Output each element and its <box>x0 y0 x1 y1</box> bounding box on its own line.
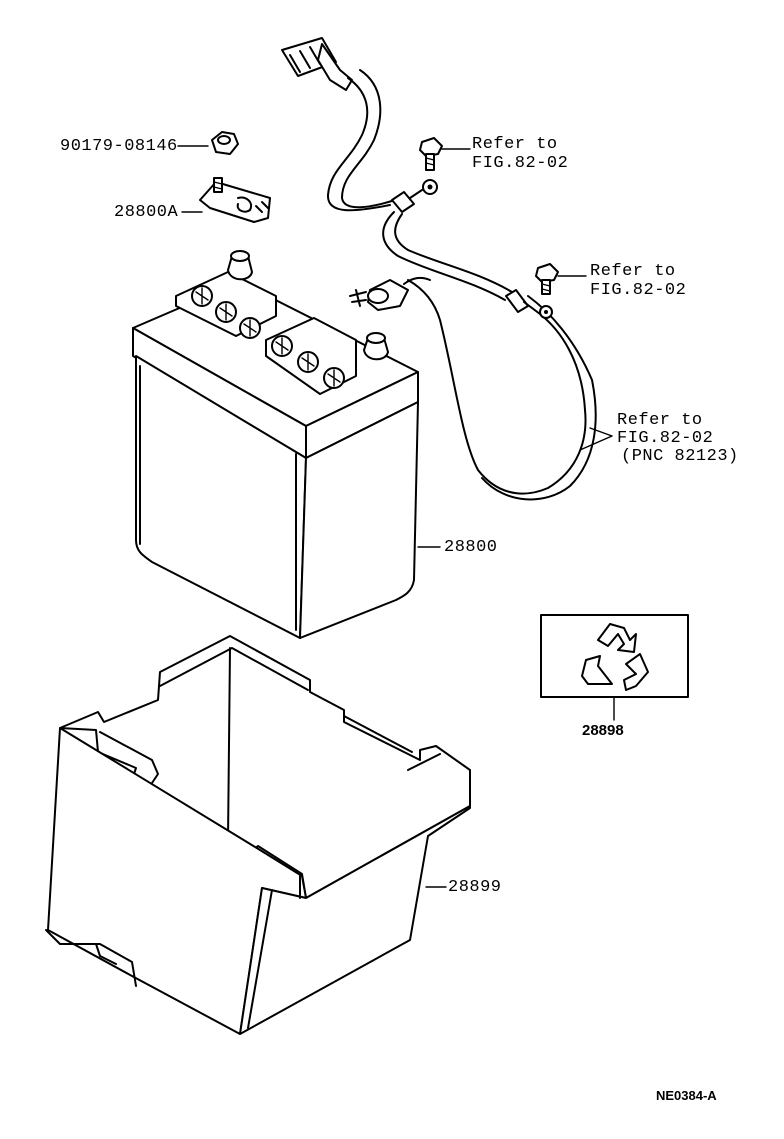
reference-2-line-1: Refer to <box>590 262 676 281</box>
part-number-battery: 28800 <box>444 538 498 557</box>
reference-1-line-1: Refer to <box>472 135 558 154</box>
figure-code: NE0384-A <box>656 1088 717 1103</box>
reference-3-line-1: Refer to <box>617 411 703 430</box>
harness-cable <box>326 69 396 212</box>
battery <box>132 250 419 639</box>
battery-cable <box>382 179 597 501</box>
part-number-nut: 90179-08146 <box>60 137 178 156</box>
reference-3-line-2: FIG.82-02 <box>617 429 714 448</box>
reference-3-line-3: (PNC 82123) <box>621 447 739 466</box>
part-number-label-plate: 28898 <box>582 722 624 739</box>
recycle-icon <box>581 623 649 691</box>
bolt-top <box>419 137 443 171</box>
nut <box>211 131 239 155</box>
bolt-middle <box>535 263 559 295</box>
cable-clamp-terminal <box>349 276 431 311</box>
reference-2-line-2: FIG.82-02 <box>590 281 687 300</box>
harness-connector <box>281 37 353 91</box>
leader-lines <box>177 145 615 888</box>
recycle-label-plate <box>540 614 689 698</box>
reference-1-line-2: FIG.82-02 <box>472 154 569 173</box>
part-number-clamp: 28800A <box>114 203 179 222</box>
battery-tray <box>45 635 471 1035</box>
battery-hold-clamp <box>199 177 271 223</box>
part-number-tray: 28899 <box>448 878 502 897</box>
